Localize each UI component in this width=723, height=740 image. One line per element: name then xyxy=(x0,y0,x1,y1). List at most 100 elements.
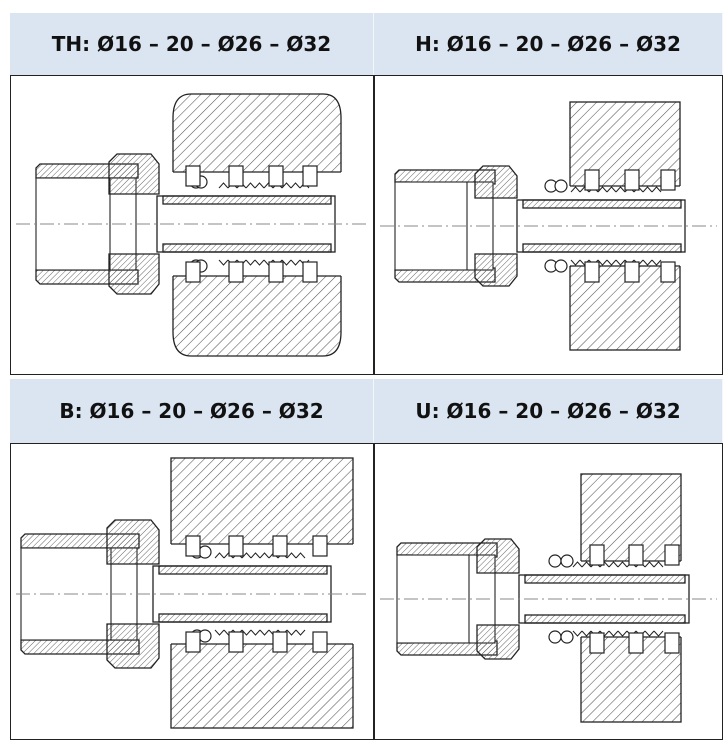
thread-tooth xyxy=(608,561,619,568)
thread-tooth xyxy=(254,182,265,189)
thread-tooth xyxy=(245,182,256,189)
thread-tooth xyxy=(214,552,225,559)
hex-nut-bottom xyxy=(106,623,160,669)
collet-segment xyxy=(228,165,244,187)
collet-segment xyxy=(624,261,640,283)
thread-tooth xyxy=(606,259,617,266)
thread-tooth xyxy=(245,259,256,266)
thread-tooth xyxy=(295,552,306,559)
hex-nut-bottom xyxy=(474,253,518,287)
thread-tooth xyxy=(286,629,297,636)
o-ring xyxy=(198,629,212,643)
thread-tooth xyxy=(250,629,261,636)
thread-tooth xyxy=(606,186,617,193)
thread-tooth xyxy=(651,186,662,193)
collet-segment xyxy=(584,261,600,283)
collet-segment xyxy=(302,261,318,283)
thread-tooth xyxy=(615,259,626,266)
collet-segment xyxy=(664,632,680,654)
panel-label-b: B: Ø16 – 20 – Ø26 – Ø32 xyxy=(59,399,324,423)
thread-tooth xyxy=(644,630,655,637)
o-ring xyxy=(554,179,568,193)
thread-tooth xyxy=(642,186,653,193)
o-ring xyxy=(560,630,574,644)
collet-segment xyxy=(628,632,644,654)
panel-header-th: TH: Ø16 – 20 – Ø26 – Ø32 xyxy=(10,13,374,75)
o-ring xyxy=(548,630,562,644)
insert-wall-bottom xyxy=(162,243,332,253)
thread-tooth xyxy=(572,630,583,637)
fitting-drawing-h xyxy=(380,101,717,351)
thread-tooth xyxy=(214,629,225,636)
insert-wall-bottom xyxy=(522,243,682,253)
hex-nut-top xyxy=(108,153,160,195)
collet-segment xyxy=(312,535,328,557)
collet-segment xyxy=(268,165,284,187)
panel-label-h: H: Ø16 – 20 – Ø26 – Ø32 xyxy=(415,32,681,56)
thread-tooth xyxy=(608,630,619,637)
thread-tooth xyxy=(259,552,270,559)
thread-tooth xyxy=(644,561,655,568)
insert-wall-top xyxy=(524,574,686,584)
collet-segment xyxy=(624,169,640,191)
collet-segment xyxy=(228,261,244,283)
fitting-drawing-th xyxy=(16,93,368,357)
panel-label-u: U: Ø16 – 20 – Ø26 – Ø32 xyxy=(415,399,681,423)
fitting-table: TH: Ø16 – 20 – Ø26 – Ø32 H: Ø16 – 20 – Ø… xyxy=(10,13,723,740)
thread-tooth xyxy=(617,630,628,637)
o-ring xyxy=(198,545,212,559)
collet-segment xyxy=(660,169,676,191)
collet-segment xyxy=(268,261,284,283)
insert-wall-top xyxy=(162,195,332,205)
hex-nut-top xyxy=(474,165,518,199)
thread-tooth xyxy=(617,561,628,568)
thread-tooth xyxy=(218,259,229,266)
collet-segment xyxy=(185,535,201,557)
collet-segment xyxy=(185,631,201,653)
o-ring xyxy=(548,554,562,568)
insert-wall-top xyxy=(158,565,328,575)
panel-drawing-u xyxy=(374,443,723,740)
thread-tooth xyxy=(295,629,306,636)
panel-header-u: U: Ø16 – 20 – Ø26 – Ø32 xyxy=(374,379,723,443)
thread-tooth xyxy=(290,182,301,189)
collet-segment xyxy=(312,631,328,653)
insert-wall-bottom xyxy=(158,613,328,623)
thread-tooth xyxy=(286,552,297,559)
collet-segment xyxy=(228,535,244,557)
thread-tooth xyxy=(653,630,664,637)
collet-segment xyxy=(185,165,201,187)
hex-nut-bottom xyxy=(108,253,160,295)
panel-drawing-b xyxy=(10,443,374,740)
hex-nut-top xyxy=(106,519,160,565)
thread-tooth xyxy=(218,182,229,189)
panel-drawing-h xyxy=(374,75,723,375)
o-ring xyxy=(554,259,568,273)
thread-tooth xyxy=(259,629,270,636)
collet-segment xyxy=(589,544,605,566)
thread-tooth xyxy=(290,259,301,266)
collet-segment xyxy=(228,631,244,653)
insert-wall-bottom xyxy=(524,614,686,624)
thread-tooth xyxy=(254,259,265,266)
hex-nut-top xyxy=(476,538,520,574)
panel-header-h: H: Ø16 – 20 – Ø26 – Ø32 xyxy=(374,13,723,75)
fitting-drawing-u xyxy=(380,473,717,723)
collet-segment xyxy=(660,261,676,283)
hex-nut-bottom xyxy=(476,624,520,660)
thread-tooth xyxy=(615,186,626,193)
thread-tooth xyxy=(572,561,583,568)
thread-tooth xyxy=(570,259,581,266)
panel-drawing-th xyxy=(10,75,374,375)
collet-segment xyxy=(185,261,201,283)
collet-segment xyxy=(628,544,644,566)
thread-tooth xyxy=(250,552,261,559)
thread-tooth xyxy=(570,186,581,193)
thread-tooth xyxy=(653,561,664,568)
thread-tooth xyxy=(651,259,662,266)
insert-wall-top xyxy=(522,199,682,209)
thread-tooth xyxy=(642,259,653,266)
collet-segment xyxy=(664,544,680,566)
collet-segment xyxy=(589,632,605,654)
collet-segment xyxy=(302,165,318,187)
